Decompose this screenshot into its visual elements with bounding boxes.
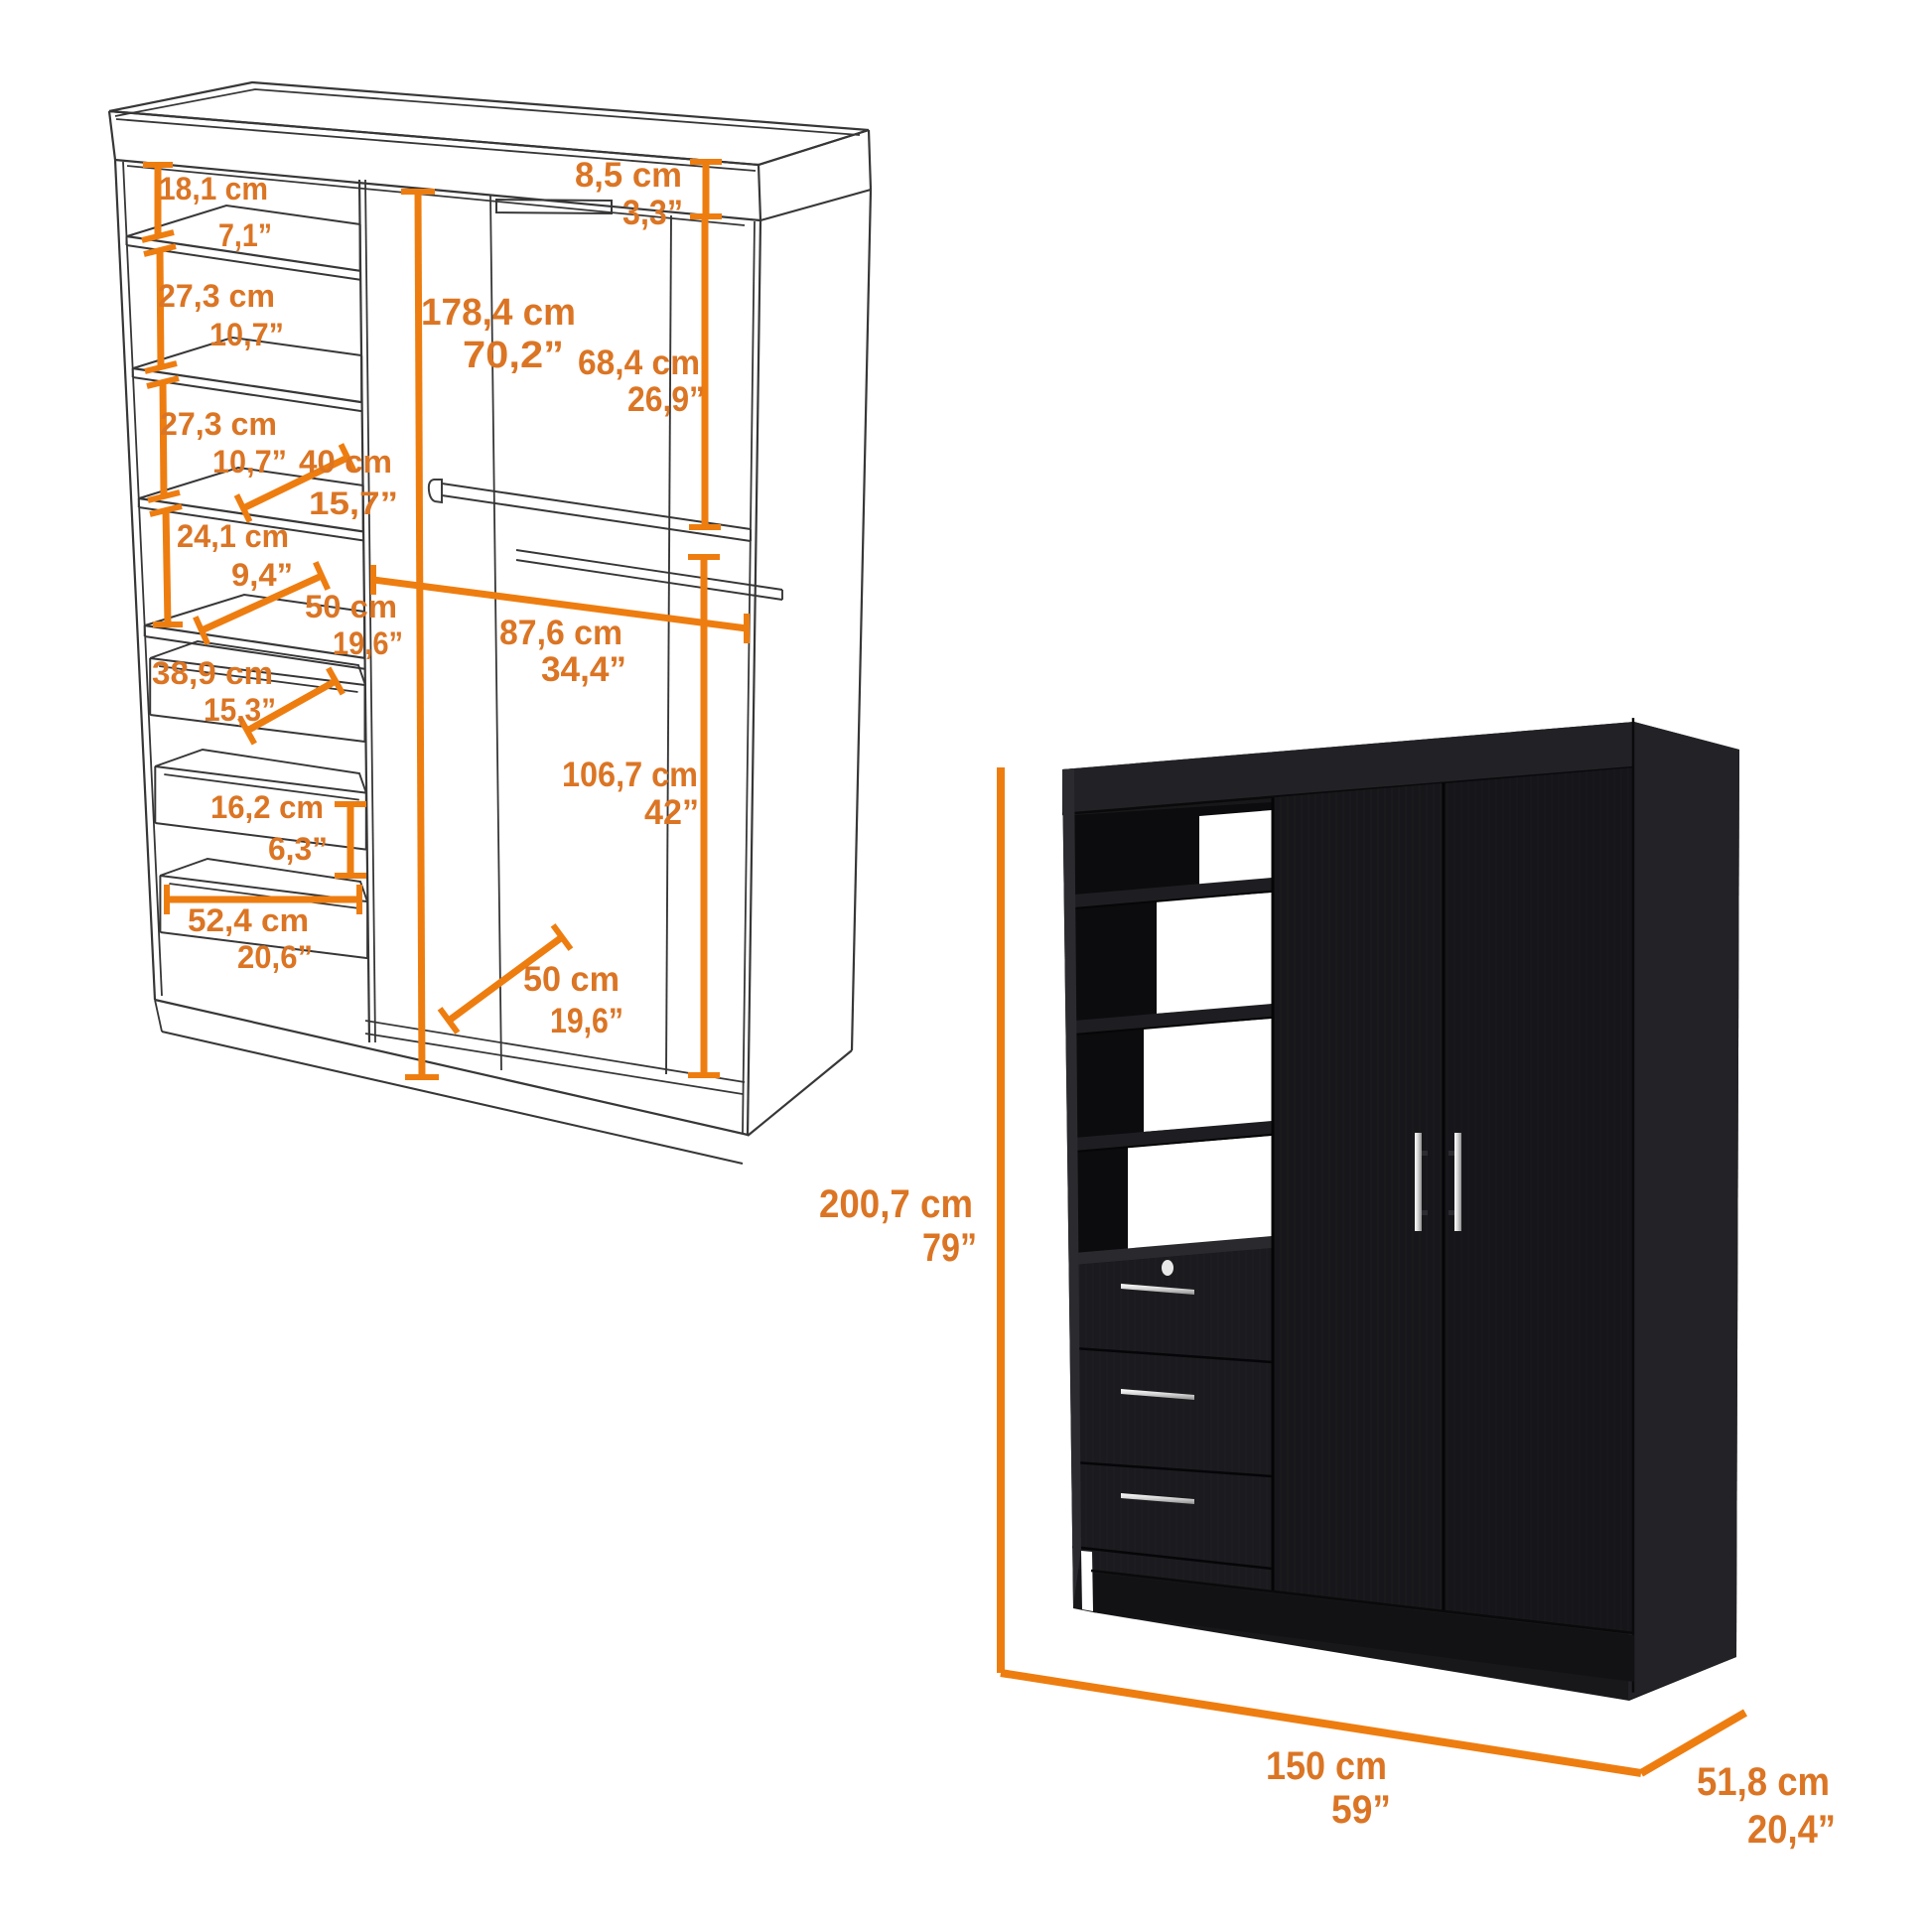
svg-text:20,4”: 20,4” [1747, 1808, 1836, 1852]
svg-text:52,4 cm: 52,4 cm [188, 902, 309, 938]
svg-text:106,7 cm: 106,7 cm [562, 756, 698, 794]
svg-text:79”: 79” [922, 1226, 977, 1270]
svg-text:150 cm: 150 cm [1266, 1744, 1387, 1788]
svg-text:51,8 cm: 51,8 cm [1697, 1760, 1830, 1804]
svg-text:9,4”: 9,4” [231, 557, 293, 593]
svg-text:27,3 cm: 27,3 cm [158, 278, 275, 314]
svg-text:24,1 cm: 24,1 cm [177, 518, 289, 554]
svg-text:26,9”: 26,9” [627, 380, 705, 419]
svg-text:178,4 cm: 178,4 cm [421, 292, 576, 334]
svg-text:70,2”: 70,2” [463, 335, 564, 376]
svg-text:15,7”: 15,7” [309, 485, 398, 521]
svg-text:87,6 cm: 87,6 cm [499, 614, 622, 652]
svg-text:59”: 59” [1331, 1788, 1391, 1832]
svg-text:38,9 cm: 38,9 cm [152, 655, 273, 691]
svg-text:16,2 cm: 16,2 cm [210, 789, 324, 825]
svg-text:15,3”: 15,3” [204, 692, 276, 728]
svg-text:6,3”: 6,3” [268, 831, 328, 867]
svg-text:50 cm: 50 cm [523, 960, 620, 999]
svg-text:68,4 cm: 68,4 cm [578, 344, 700, 382]
svg-text:10,7”: 10,7” [212, 444, 287, 480]
svg-text:27,3 cm: 27,3 cm [160, 406, 277, 442]
svg-text:19,6”: 19,6” [550, 1002, 623, 1040]
svg-text:10,7”: 10,7” [209, 317, 284, 352]
svg-text:42”: 42” [644, 793, 699, 832]
svg-text:20,6”: 20,6” [237, 939, 313, 975]
svg-text:3,3”: 3,3” [622, 194, 683, 232]
svg-text:200,7 cm: 200,7 cm [819, 1182, 973, 1226]
svg-text:18,1 cm: 18,1 cm [159, 171, 268, 207]
svg-text:34,4”: 34,4” [541, 650, 626, 689]
svg-text:7,1”: 7,1” [218, 217, 272, 253]
svg-text:50 cm: 50 cm [305, 589, 397, 624]
svg-text:19,6”: 19,6” [333, 625, 403, 661]
svg-text:40 cm: 40 cm [299, 444, 392, 480]
svg-text:8,5 cm: 8,5 cm [575, 156, 682, 195]
